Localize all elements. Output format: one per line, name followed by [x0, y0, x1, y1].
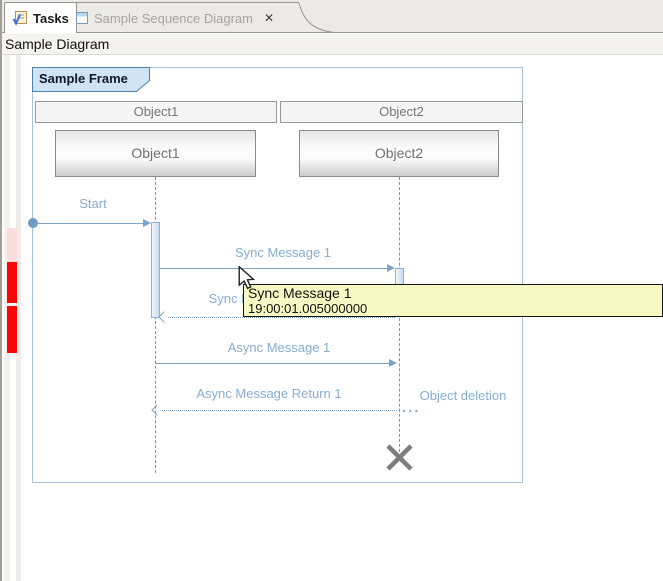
tab-tasks-label: Tasks	[33, 10, 69, 26]
async-message-1-label[interactable]: Async Message 1	[227, 340, 331, 355]
object1-activation-bar[interactable]	[151, 222, 160, 318]
editor-tab-bar: Tasks Sample Sequence Diagram ✕	[2, 0, 663, 33]
object1-lifeline[interactable]	[155, 177, 156, 473]
view-title: Sample Diagram	[5, 36, 110, 52]
time-compression-mark-red-1[interactable]	[7, 262, 17, 303]
close-icon[interactable]: ✕	[263, 11, 275, 25]
sync-message-1-label[interactable]: Sync Message 1	[234, 245, 332, 260]
start-arrowhead-icon	[143, 219, 151, 227]
time-compression-mark-light[interactable]	[7, 228, 17, 262]
object2-header-label: Object2	[379, 104, 424, 119]
object1-box-label: Object1	[131, 145, 180, 161]
tasks-icon	[12, 11, 27, 26]
tooltip-timestamp: 19:00:01.005000000	[248, 301, 368, 316]
async-return-line[interactable]	[162, 410, 397, 411]
sync-message-1-arrowhead-icon	[387, 264, 395, 272]
async-return-label[interactable]: Async Message Return 1	[196, 386, 342, 401]
async-message-1-line[interactable]	[155, 363, 390, 364]
object1-header[interactable]: Object1	[35, 101, 277, 123]
canvas-left-ruler	[16, 55, 21, 581]
object1-header-label: Object1	[133, 104, 179, 119]
object2-lifeline[interactable]	[399, 177, 400, 457]
tab-sequence-label: Sample Sequence Diagram	[94, 10, 253, 26]
message-tooltip: Sync Message 1 19:00:01.005000000	[243, 284, 663, 317]
window-icon	[76, 12, 88, 24]
start-message-line[interactable]	[33, 223, 144, 224]
tooltip-title: Sync Message 1	[248, 285, 352, 301]
time-compression-mark-red-2[interactable]	[7, 306, 17, 353]
object2-box-label: Object2	[374, 145, 424, 161]
object-deletion-label[interactable]: Object deletion	[419, 388, 507, 403]
sync-return-line[interactable]	[168, 317, 395, 318]
start-message-label[interactable]: Start	[79, 196, 107, 211]
object-destruction-x-icon[interactable]	[385, 443, 414, 472]
view-title-bar: Sample Diagram	[2, 34, 663, 55]
object2-lifeline-head[interactable]: Object2	[299, 130, 499, 177]
tab-tasks[interactable]: Tasks	[4, 2, 77, 33]
tab-curve-edge	[298, 2, 334, 33]
deletion-ellipsis: ...	[402, 399, 421, 416]
object1-lifeline-head[interactable]: Object1	[55, 130, 256, 177]
mouse-cursor-icon	[238, 266, 256, 290]
sequence-frame	[32, 67, 523, 483]
async-message-1-arrowhead-icon	[389, 359, 397, 367]
frame-label-shape	[32, 67, 150, 92]
sync-message-1-line[interactable]	[160, 268, 388, 269]
tab-sample-sequence-diagram[interactable]: Sample Sequence Diagram ✕	[68, 2, 299, 33]
frame-label: Sample Frame	[32, 67, 150, 92]
frame-label-text: Sample Frame	[39, 71, 128, 86]
object2-header[interactable]: Object2	[280, 101, 523, 123]
